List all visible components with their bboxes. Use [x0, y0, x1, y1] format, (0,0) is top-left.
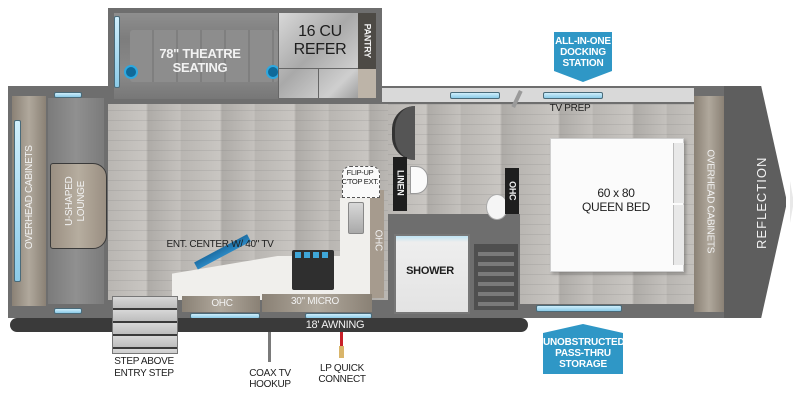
hallway-window [450, 92, 500, 99]
entry-step-label-2: ENTRY STEP [114, 368, 174, 379]
microwave-label: 30" MICRO [290, 296, 340, 307]
refrigerator-door-split [318, 68, 319, 98]
docking-line-3: STATION [562, 58, 604, 69]
lp-label-1: LP QUICK [319, 363, 365, 374]
tv-prep-label: TV PREP [549, 103, 591, 114]
pass-thru-line-2: PASS-THRU [555, 348, 611, 359]
rear-window [14, 120, 21, 282]
front-cap-trim [760, 88, 793, 316]
pass-thru-line-1: UNOBSTRUCTED [543, 337, 625, 348]
lp-line-icon [340, 332, 343, 348]
awning[interactable] [10, 318, 528, 332]
pass-thru-line-3: STORAGE [559, 359, 607, 370]
bed-name-label: QUEEN BED [582, 200, 650, 214]
entry-step[interactable] [112, 296, 178, 354]
docking-station-callout: ALL-IN-ONE DOCKING STATION [554, 32, 612, 82]
lounge-label-1: U-SHAPED [63, 176, 75, 226]
awning-label: 18' AWNING [305, 319, 365, 331]
bed-size-label: 60 x 80 [597, 186, 635, 200]
docking-line-1: ALL-IN-ONE [555, 36, 611, 47]
linen-label: LINEN [395, 169, 406, 196]
u-shaped-lounge-table[interactable] [50, 163, 107, 249]
bedroom-top-window [543, 92, 603, 99]
cupholder-left-icon [124, 65, 138, 79]
flip-up-countertop[interactable] [342, 166, 380, 198]
flip-up-label-2: C'TOP EXT. [341, 177, 379, 186]
brand-logo[interactable]: REFLECTION [754, 156, 770, 249]
rear-overhead-cabinets-label: OVERHEAD CABINETS [23, 145, 35, 250]
bathroom-door-arc[interactable] [392, 106, 415, 160]
slideout-window [114, 16, 120, 88]
bedroom-bottom-window [536, 305, 622, 312]
front-overhead-cabinets-label: OVERHEAD CABINETS [704, 149, 716, 254]
pass-thru-callout: UNOBSTRUCTED PASS-THRU STORAGE [543, 324, 623, 374]
lounge-window-bottom [54, 308, 82, 314]
coax-label-1: COAX TV [249, 368, 291, 379]
docking-line-2: DOCKING [560, 47, 606, 58]
pantry[interactable] [358, 13, 376, 69]
linen-closet[interactable] [393, 157, 407, 211]
refer-line2: REFER [293, 41, 347, 58]
entry-step-label-1: STEP ABOVE [114, 356, 174, 367]
theatre-seating-back [130, 30, 278, 82]
lower-ohc-label: OHC [211, 298, 233, 309]
pantry-floor [358, 69, 376, 98]
top-wall-strip [382, 88, 694, 102]
lower-ohc[interactable] [182, 296, 260, 312]
pillow-1 [673, 143, 684, 203]
sink[interactable] [348, 202, 364, 234]
front-overhead-cabinets[interactable] [694, 96, 724, 312]
flip-up-label-1: FLIP-UP [346, 168, 374, 177]
kitchen-ohc-label: OHC [372, 229, 384, 251]
kitchen-cabinet-edge [370, 190, 384, 298]
lp-fitting-icon [339, 346, 344, 358]
coax-connector-icon [268, 332, 271, 362]
bath-ohc[interactable] [505, 168, 519, 214]
refer-line1: 16 CU [298, 23, 342, 40]
shower-label: SHOWER [406, 265, 454, 277]
coax-label-2: HOOKUP [249, 379, 291, 390]
lounge-window-top [54, 92, 82, 98]
shower[interactable] [394, 234, 470, 314]
ent-center-label: ENT. CENTER W/ 40" TV [166, 239, 274, 250]
pillow-2 [673, 205, 684, 265]
wardrobe-hangers [478, 248, 514, 306]
pantry-label: PANTRY [362, 23, 373, 58]
lp-label-2: CONNECT [318, 374, 366, 385]
cooktop-burners [295, 252, 331, 258]
toilet-icon[interactable] [410, 166, 428, 194]
lounge-label-2: LOUNGE [75, 181, 87, 222]
theatre-seating-label: 78" THEATRE SEATING [159, 46, 241, 75]
bath-ohc-label: OHC [507, 181, 518, 201]
microwave-cabinet[interactable] [262, 294, 372, 312]
